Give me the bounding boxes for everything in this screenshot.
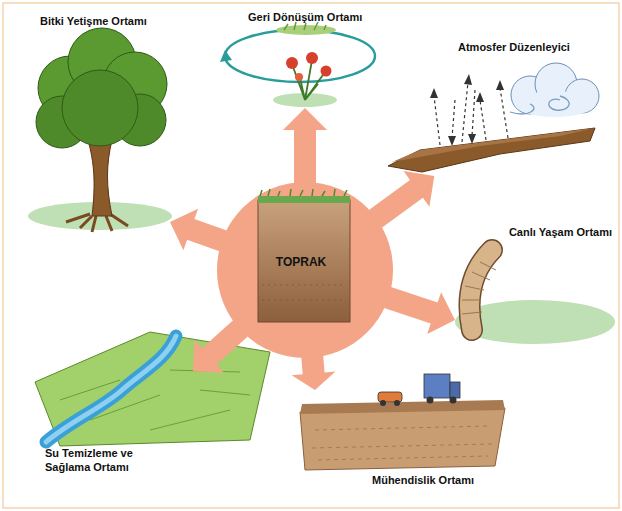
engineering-panel: Mühendislik Ortamı [280, 390, 510, 495]
atmosphere-panel: Atmosfer Düzenleyici [385, 36, 600, 176]
panel-label: Canlı Yaşam Ortamı [509, 225, 612, 239]
block-arrow [170, 209, 227, 252]
panel-label: Geri Dönüşüm Ortamı [248, 10, 362, 24]
block-arrow [369, 171, 434, 228]
panel-label: Atmosfer Düzenleyici [458, 40, 570, 54]
panel-label: Mühendislik Ortamı [372, 473, 474, 487]
block-arrow [292, 356, 336, 390]
soil-circle: TOPRAK [217, 182, 393, 358]
worm-drawing [455, 250, 615, 344]
block-arrow [283, 108, 327, 183]
road-drawing [300, 374, 505, 470]
plant-panel: Bitki Yetişme Ortamı [28, 8, 170, 238]
panel-label: Bitki Yetişme Ortamı [40, 14, 147, 28]
block-arrow [193, 320, 248, 373]
tree-drawing [28, 28, 172, 232]
atmosphere-drawing [388, 63, 599, 172]
frame [3, 3, 619, 508]
water-panel: Su Temizleme ve Sağlama Ortamı [28, 345, 193, 480]
recycling-drawing [220, 22, 375, 107]
water-drawing [35, 332, 270, 446]
panel-label: Su Temizleme ve Sağlama Ortamı [45, 446, 145, 474]
recycling-panel: Geri Dönüşüm Ortamı [240, 6, 375, 108]
center-label: TOPRAK [276, 255, 326, 269]
soil-disc [217, 182, 393, 358]
habitat-panel: Canlı Yaşam Ortamı [455, 180, 617, 345]
block-arrow [384, 287, 455, 334]
